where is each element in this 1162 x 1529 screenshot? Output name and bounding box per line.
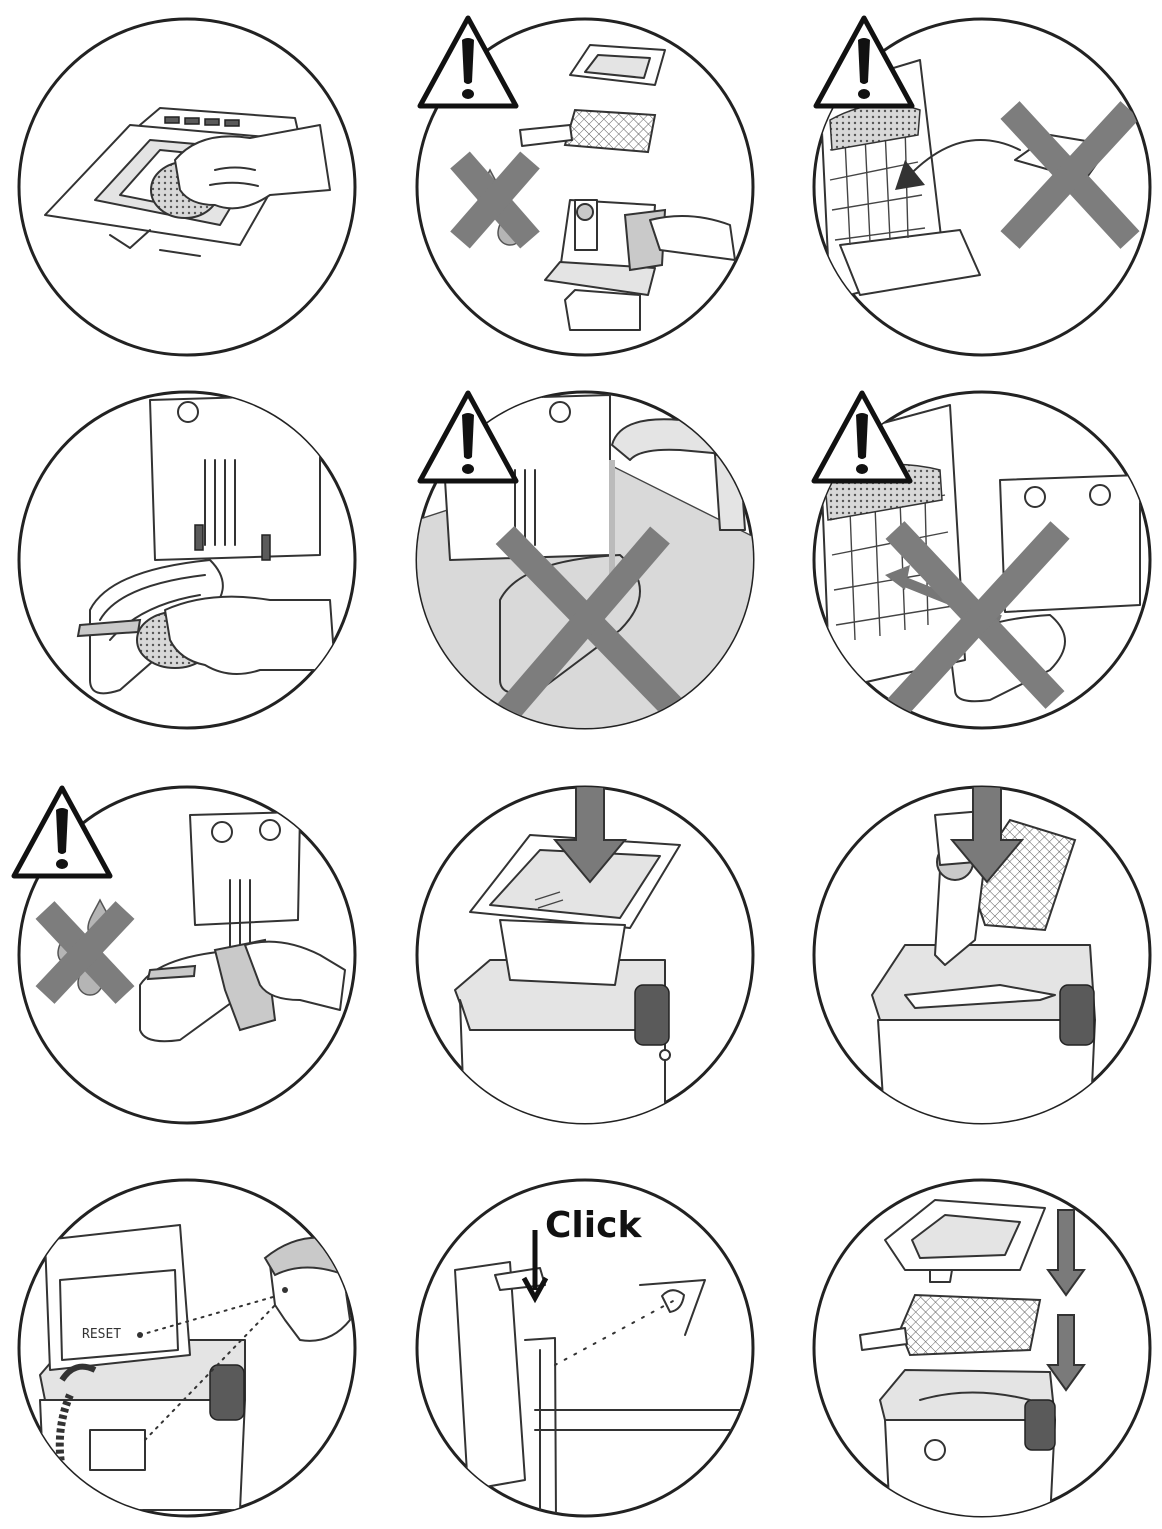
panel-no-water-wipe-parts — [415, 18, 755, 357]
panel-click-check: Click — [415, 1178, 755, 1518]
panel-element-sponge — [17, 390, 357, 730]
hand-icon — [174, 124, 331, 210]
panel-insert-element — [812, 785, 1152, 1125]
panel-insert-bowl — [415, 785, 755, 1125]
hand-icon — [164, 595, 336, 675]
panel-lid-sponge — [17, 17, 357, 357]
vent-slots — [164, 116, 240, 127]
down-arrow-icon — [949, 787, 1025, 884]
panel-no-tap-water-element — [415, 390, 755, 730]
panel-reassemble — [812, 1178, 1152, 1518]
no-water-icon — [35, 899, 135, 1004]
cross-icon — [1000, 101, 1140, 249]
down-arrow-icon — [1046, 1209, 1086, 1297]
hand-icon — [649, 215, 736, 261]
eye-icon — [282, 1287, 288, 1293]
reset-label: RESET — [82, 1327, 121, 1342]
down-arrow-icon — [552, 787, 628, 884]
click-label: Click — [545, 1205, 642, 1246]
down-arrow-icon — [1046, 1314, 1086, 1392]
no-water-icon — [450, 151, 540, 249]
panel-lid-not-dishwasher — [812, 18, 1152, 357]
cross-icon — [885, 521, 1070, 719]
panel-element-not-dishwasher — [814, 390, 1152, 730]
eye-icon — [639, 1279, 706, 1336]
cross-icon — [495, 525, 690, 725]
dishwasher-icon — [819, 59, 981, 301]
panel-element-wipe-dry — [14, 785, 357, 1125]
down-arrow-icon — [521, 1230, 549, 1304]
panel-reset-check: RESET — [17, 1178, 357, 1518]
hand-icon — [244, 940, 346, 1011]
